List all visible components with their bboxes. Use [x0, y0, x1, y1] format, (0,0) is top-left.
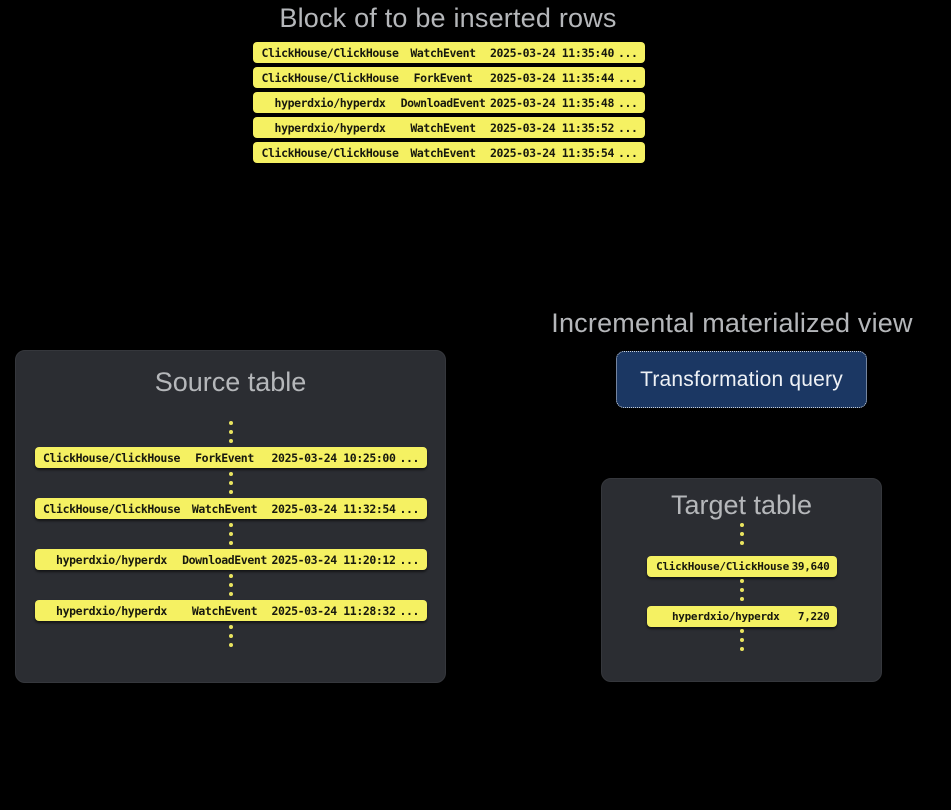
timestamp-cell: 2025-03-24 11:35:52 — [490, 120, 614, 135]
insert-block-title: Block of to be inserted rows — [279, 3, 617, 33]
count-cell: 39,640 — [791, 560, 830, 573]
ellipsis-dots — [739, 523, 744, 545]
repo-cell: ClickHouse/ClickHouse — [261, 145, 399, 160]
repo-cell: ClickHouse/ClickHouse — [261, 45, 399, 60]
target-table-panel: Target table ClickHouse/ClickHouse 39,64… — [601, 478, 882, 682]
repo-cell: ClickHouse/ClickHouse — [261, 70, 399, 85]
more-cell: ... — [399, 450, 420, 465]
event-cell: DownloadEvent — [400, 95, 486, 110]
event-row: hyperdxio/hyperdx WatchEvent 2025-03-24 … — [253, 117, 645, 138]
target-row: ClickHouse/ClickHouse 39,640 — [646, 556, 837, 577]
repo-cell: hyperdxio/hyperdx — [274, 95, 386, 110]
count-cell: 7,220 — [797, 610, 830, 623]
materialized-view-title: Incremental materialized view — [551, 308, 913, 338]
event-row: ClickHouse/ClickHouse WatchEvent 2025-03… — [253, 142, 645, 163]
ellipsis-dots — [739, 629, 744, 651]
event-cell: WatchEvent — [410, 45, 476, 60]
more-cell: ... — [399, 501, 420, 516]
event-row: ClickHouse/ClickHouse ForkEvent 2025-03-… — [34, 447, 427, 468]
ellipsis-dots — [739, 579, 744, 601]
event-row: hyperdxio/hyperdx DownloadEvent 2025-03-… — [34, 549, 427, 570]
more-cell: ... — [618, 95, 638, 110]
event-row: ClickHouse/ClickHouse WatchEvent 2025-03… — [34, 498, 427, 519]
event-cell: ForkEvent — [195, 450, 254, 465]
timestamp-cell: 2025-03-24 10:25:00 — [271, 450, 396, 465]
event-cell: ForkEvent — [413, 70, 473, 85]
ellipsis-dots — [228, 625, 233, 647]
event-cell: WatchEvent — [191, 501, 258, 516]
timestamp-cell: 2025-03-24 11:35:54 — [490, 145, 614, 160]
transformation-query-label: Transformation query — [640, 367, 843, 391]
timestamp-cell: 2025-03-24 11:35:48 — [490, 95, 614, 110]
ellipsis-dots — [228, 574, 233, 596]
timestamp-cell: 2025-03-24 11:35:40 — [490, 45, 614, 60]
event-cell: DownloadEvent — [182, 552, 267, 567]
timestamp-cell: 2025-03-24 11:35:44 — [490, 70, 614, 85]
ellipsis-dots — [228, 472, 233, 494]
event-cell: WatchEvent — [410, 120, 476, 135]
ellipsis-dots — [228, 421, 233, 443]
source-table-title: Source table — [154, 367, 307, 397]
more-cell: ... — [618, 145, 638, 160]
repo-cell: hyperdxio/hyperdx — [671, 610, 780, 623]
timestamp-cell: 2025-03-24 11:32:54 — [271, 501, 396, 516]
repo-cell: hyperdxio/hyperdx — [56, 603, 167, 618]
ellipsis-dots — [228, 523, 233, 545]
insert-block-rows: ClickHouse/ClickHouse WatchEvent 2025-03… — [253, 42, 645, 163]
event-row: ClickHouse/ClickHouse WatchEvent 2025-03… — [253, 42, 645, 63]
repo-cell: ClickHouse/ClickHouse — [43, 501, 180, 516]
target-row: hyperdxio/hyperdx 7,220 — [646, 606, 837, 627]
timestamp-cell: 2025-03-24 11:28:32 — [271, 603, 396, 618]
more-cell: ... — [618, 70, 638, 85]
repo-cell: ClickHouse/ClickHouse — [43, 450, 180, 465]
source-table-panel: Source table ClickHouse/ClickHouse ForkE… — [15, 350, 446, 683]
repo-cell: ClickHouse/ClickHouse — [656, 560, 789, 573]
event-row: ClickHouse/ClickHouse ForkEvent 2025-03-… — [253, 67, 645, 88]
event-row: hyperdxio/hyperdx WatchEvent 2025-03-24 … — [34, 600, 427, 621]
more-cell: ... — [399, 603, 420, 618]
more-cell: ... — [618, 45, 638, 60]
transformation-query-button[interactable]: Transformation query — [616, 351, 867, 408]
repo-cell: hyperdxio/hyperdx — [274, 120, 386, 135]
event-row: hyperdxio/hyperdx DownloadEvent 2025-03-… — [253, 92, 645, 113]
target-table-title: Target table — [670, 490, 813, 520]
more-cell: ... — [399, 552, 420, 567]
repo-cell: hyperdxio/hyperdx — [56, 552, 167, 567]
event-cell: WatchEvent — [191, 603, 258, 618]
more-cell: ... — [618, 120, 638, 135]
source-table-rows: ClickHouse/ClickHouse ForkEvent 2025-03-… — [16, 421, 445, 647]
timestamp-cell: 2025-03-24 11:20:12 — [271, 552, 396, 567]
event-cell: WatchEvent — [410, 145, 476, 160]
